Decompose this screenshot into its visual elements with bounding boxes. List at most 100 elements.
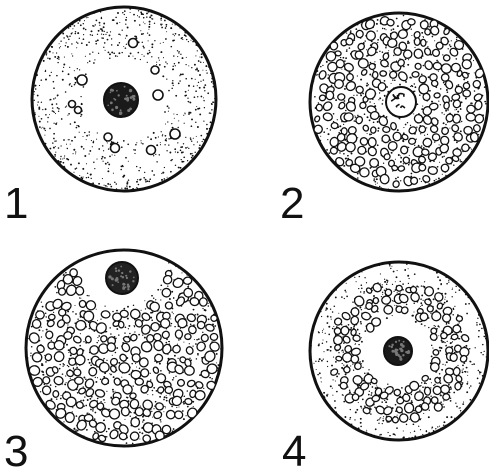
stipple-dot [173, 297, 175, 299]
stipple-dot [185, 137, 186, 138]
stipple-dot [358, 288, 359, 289]
stipple-dot [63, 274, 64, 275]
stipple-dot [74, 305, 75, 306]
stipple-dot [392, 300, 393, 301]
stipple-dot [403, 127, 404, 128]
stipple-dot [156, 144, 158, 146]
stipple-dot [124, 419, 125, 420]
stipple-dot [84, 155, 86, 157]
stipple-dot [68, 113, 70, 115]
stipple-dot [109, 58, 111, 60]
stipple-dot [63, 139, 65, 141]
stipple-dot [183, 161, 185, 163]
stipple-dot [427, 46, 428, 47]
stipple-dot [382, 28, 384, 30]
stipple-dot [197, 69, 198, 70]
yolk-granule [199, 298, 207, 307]
stipple-dot [86, 17, 87, 18]
stipple-dot [186, 57, 187, 58]
stipple-dot [198, 61, 199, 62]
stipple-dot [112, 154, 113, 155]
stipple-dot [105, 34, 106, 35]
stipple-dot [454, 306, 455, 307]
stipple-dot [457, 365, 458, 366]
stipple-dot [81, 146, 83, 148]
stipple-dot [166, 397, 168, 399]
stipple-dot [467, 381, 468, 382]
stipple-dot [404, 269, 406, 271]
stipple-dot [361, 341, 363, 343]
stipple-dot [122, 12, 123, 13]
stipple-dot [357, 75, 358, 76]
stipple-dot [362, 360, 364, 362]
stipple-dot [166, 140, 167, 141]
stipple-dot [315, 361, 316, 362]
stipple-dot [386, 288, 387, 289]
stipple-dot [121, 188, 122, 189]
stipple-dot [394, 305, 395, 306]
stipple-dot [141, 54, 142, 55]
stipple-dot [175, 95, 177, 97]
stipple-dot [192, 153, 193, 154]
stipple-dot [161, 20, 162, 21]
stipple-dot [446, 416, 448, 418]
stipple-dot [326, 308, 328, 310]
stipple-dot [406, 263, 408, 265]
stipple-dot [413, 113, 414, 114]
stipple-dot [177, 127, 178, 128]
stipple-dot [392, 284, 393, 285]
stipple-dot [170, 325, 171, 326]
stipple-dot [187, 147, 188, 148]
stipple-dot [133, 305, 134, 306]
stipple-dot [318, 343, 319, 344]
stipple-dot [78, 162, 80, 164]
stipple-dot [454, 109, 455, 110]
stipple-dot [396, 427, 398, 429]
stipple-dot [460, 108, 462, 110]
stipple-dot [62, 33, 64, 35]
yolk-granule [326, 91, 334, 100]
stipple-dot [95, 412, 97, 414]
stipple-dot [123, 46, 124, 47]
stipple-dot [136, 366, 137, 367]
stipple-dot [421, 32, 423, 34]
stipple-dot [145, 179, 147, 181]
stipple-dot [149, 34, 151, 36]
stipple-dot [392, 79, 393, 80]
stipple-dot [338, 132, 340, 134]
stipple-dot [39, 64, 40, 65]
stipple-dot [60, 398, 62, 400]
stipple-dot [344, 298, 345, 299]
stipple-dot [172, 34, 173, 35]
stipple-dot [211, 122, 212, 123]
stipple-dot [195, 343, 197, 345]
stipple-dot [62, 366, 63, 367]
stipple-dot [384, 400, 385, 401]
stipple-dot [442, 404, 443, 405]
stipple-dot [189, 343, 190, 344]
stipple-dot [60, 145, 61, 146]
stipple-dot [442, 156, 444, 158]
stipple-dot [111, 51, 113, 53]
stipple-dot [102, 37, 104, 39]
stipple-dot [482, 375, 484, 377]
stipple-dot [377, 420, 378, 421]
stipple-dot [356, 409, 358, 411]
stipple-dot [85, 29, 87, 31]
yolk-granule [404, 403, 414, 413]
stipple-dot [311, 342, 312, 343]
stipple-dot [164, 111, 166, 113]
stipple-dot [131, 363, 133, 365]
stipple-dot [393, 291, 394, 292]
stipple-dot [75, 31, 77, 33]
stipple-dot [379, 186, 381, 188]
stipple-dot [139, 432, 141, 434]
stipple-dot [363, 292, 364, 293]
stipple-dot [172, 82, 174, 84]
stipple-dot [350, 409, 351, 410]
stipple-dot [140, 140, 141, 141]
stipple-dot [151, 56, 152, 57]
stipple-dot [75, 429, 76, 430]
stipple-dot [87, 17, 88, 18]
stipple-dot [122, 190, 124, 192]
